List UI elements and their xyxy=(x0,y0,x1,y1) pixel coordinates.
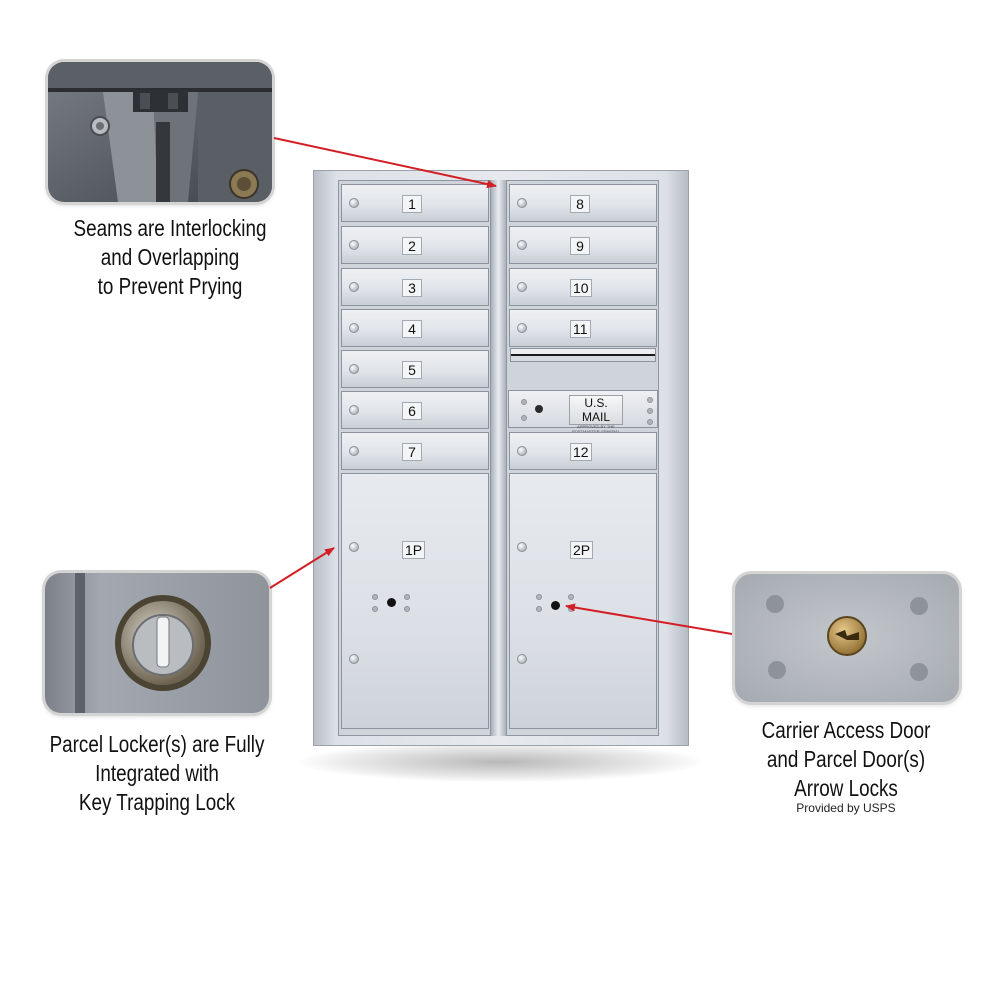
seams-caption: Seams are Interlocking and Overlapping t… xyxy=(39,214,301,301)
arrow-lock-note: Provided by USPS xyxy=(796,801,896,815)
rivet xyxy=(536,594,542,600)
parcel-lock-caption: Parcel Locker(s) are Fully Integrated wi… xyxy=(28,730,285,817)
rivet xyxy=(372,594,378,600)
door-number: 6 xyxy=(402,402,422,420)
door-number: 3 xyxy=(402,279,422,297)
usps-plate-fine-print: APPROVED BY THE POSTMASTER GENERAL xyxy=(572,424,620,434)
seams-detail-photo xyxy=(48,62,272,202)
rivet xyxy=(404,606,410,612)
mail-door[interactable]: 11 xyxy=(509,309,657,347)
parcel-lock-caption-line-2: Integrated with xyxy=(95,760,219,786)
rivet xyxy=(536,606,542,612)
parcel-lock-caption-line-1: Parcel Locker(s) are Fully xyxy=(49,731,265,757)
mail-door[interactable]: 12 xyxy=(509,432,657,470)
door-number: 10 xyxy=(570,279,592,297)
door-lock-icon[interactable] xyxy=(349,282,359,292)
seams-caption-line-1: Seams are Interlocking xyxy=(73,215,267,241)
mail-door[interactable]: 8 xyxy=(509,184,657,222)
door-number: 8 xyxy=(570,195,590,213)
parcel-hinge-icon xyxy=(349,654,359,664)
arrow-lock-image xyxy=(735,574,959,702)
key-trapping-lock-icon[interactable] xyxy=(387,598,396,607)
key-trapping-lock-image xyxy=(45,573,269,713)
mail-door[interactable]: 10 xyxy=(509,268,657,306)
mailbox-shadow xyxy=(300,742,702,782)
mail-door[interactable]: 7 xyxy=(341,432,489,470)
door-lock-icon[interactable] xyxy=(349,446,359,456)
door-lock-icon[interactable] xyxy=(517,282,527,292)
parcel-lock-caption-line-3: Key Trapping Lock xyxy=(78,789,236,815)
door-lock-icon[interactable] xyxy=(517,446,527,456)
rivet xyxy=(372,606,378,612)
rivet xyxy=(568,606,574,612)
door-lock-icon[interactable] xyxy=(517,323,527,333)
parcel-door-lock-icon[interactable] xyxy=(517,542,527,552)
mail-door[interactable]: 5 xyxy=(341,350,489,388)
usps-plate-title: U.S. MAIL xyxy=(581,396,610,424)
door-number: 12 xyxy=(570,443,592,461)
arrow-lock-keyhole-icon[interactable] xyxy=(551,601,560,610)
rivet xyxy=(647,419,653,425)
door-number: 11 xyxy=(570,320,591,338)
door-number: 7 xyxy=(402,443,422,461)
mail-door[interactable]: 6 xyxy=(341,391,489,429)
door-lock-icon[interactable] xyxy=(517,198,527,208)
rivet xyxy=(521,399,527,405)
arrow-lock-caption-line-3: Arrow Locks xyxy=(794,775,898,801)
door-number: 4 xyxy=(402,320,422,338)
rivet xyxy=(404,594,410,600)
door-lock-icon[interactable] xyxy=(349,323,359,333)
parcel-locker-door[interactable]: 2P xyxy=(509,473,657,729)
parcel-hinge-icon xyxy=(517,654,527,664)
arrow-lock-detail-photo xyxy=(735,574,959,702)
arrow-lock-caption-line-2: and Parcel Door(s) xyxy=(766,746,926,772)
parcel-door-number: 2P xyxy=(570,541,594,559)
arrow-lock-icon[interactable] xyxy=(535,405,543,413)
door-number: 9 xyxy=(570,237,590,255)
door-lock-icon[interactable] xyxy=(517,240,527,250)
arrow-lock-caption-line-1: Carrier Access Door xyxy=(761,717,931,743)
seams-detail-image xyxy=(48,62,272,202)
mail-door[interactable]: 1 xyxy=(341,184,489,222)
outgoing-mail-slot[interactable] xyxy=(510,348,656,362)
parcel-locker-door[interactable]: 1P xyxy=(341,473,489,729)
parcel-door-number: 1P xyxy=(402,541,426,559)
seams-caption-line-3: to Prevent Prying xyxy=(97,273,243,299)
door-lock-icon[interactable] xyxy=(349,364,359,374)
parcel-lock-detail-photo xyxy=(45,573,269,713)
center-divider xyxy=(491,180,506,736)
mail-door[interactable]: 3 xyxy=(341,268,489,306)
parcel-door-lock-icon[interactable] xyxy=(349,542,359,552)
arrow-lock-caption: Carrier Access Door and Parcel Door(s) A… xyxy=(715,716,977,803)
door-lock-icon[interactable] xyxy=(349,240,359,250)
mail-door[interactable]: 9 xyxy=(509,226,657,264)
door-number: 1 xyxy=(402,195,422,213)
door-number: 5 xyxy=(402,361,422,379)
mail-door[interactable]: 2 xyxy=(341,226,489,264)
usps-mail-plate: U.S. MAIL APPROVED BY THE POSTMASTER GEN… xyxy=(569,395,623,434)
rivet xyxy=(521,415,527,421)
mail-door[interactable]: 4 xyxy=(341,309,489,347)
seams-caption-line-2: and Overlapping xyxy=(100,244,240,270)
carrier-access-door[interactable]: U.S. MAIL APPROVED BY THE POSTMASTER GEN… xyxy=(508,390,658,434)
door-lock-icon[interactable] xyxy=(349,405,359,415)
rivet xyxy=(568,594,574,600)
rivet xyxy=(647,408,653,414)
door-number: 2 xyxy=(402,237,422,255)
rivet xyxy=(647,397,653,403)
door-lock-icon[interactable] xyxy=(349,198,359,208)
